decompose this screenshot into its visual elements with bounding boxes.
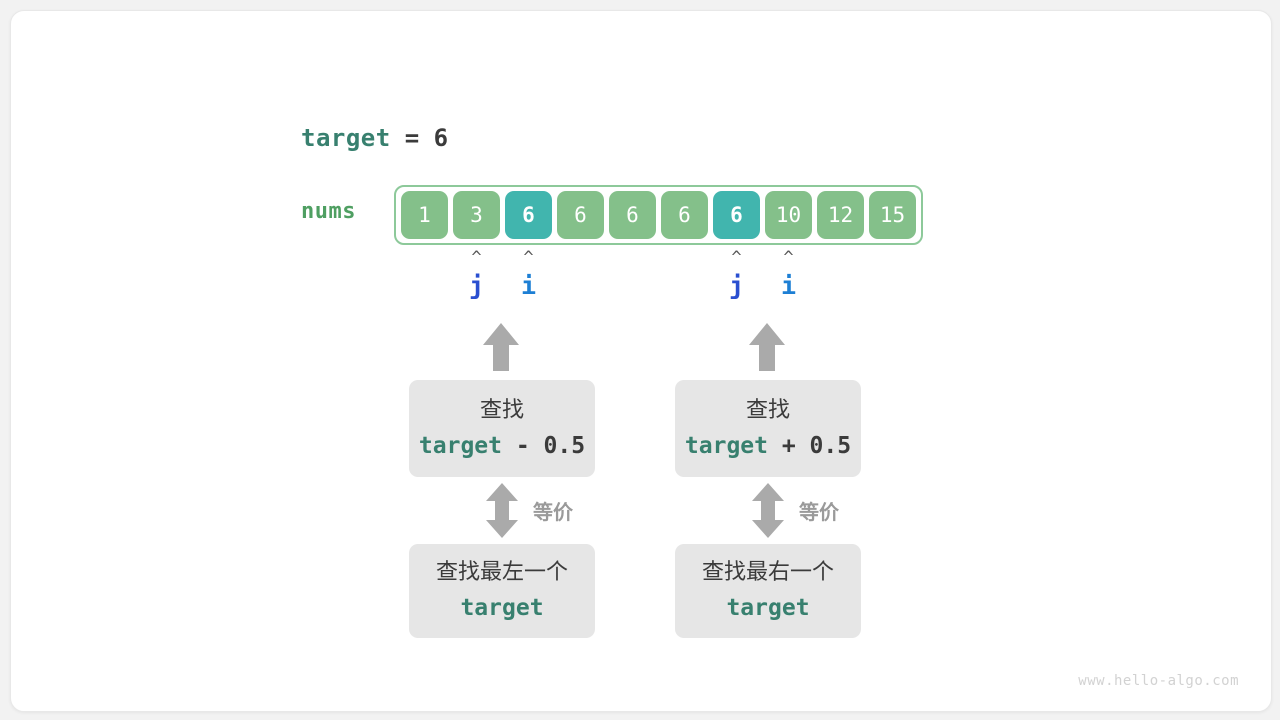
right-top-box-operator: + 0.5 <box>768 432 852 459</box>
right-bottom-box: 查找最右一个 target <box>675 544 861 638</box>
array-cell: 6 <box>609 191 656 239</box>
pointer-label: j <box>728 271 745 300</box>
right-bottom-box-target: target <box>726 595 810 621</box>
array-cell: 15 <box>869 191 916 239</box>
right-equivalence-label: 等价 <box>799 500 839 524</box>
right-top-box-expression: target + 0.5 <box>685 430 851 462</box>
target-variable-name: target <box>301 124 391 152</box>
left-equivalence: 等价 <box>485 482 573 539</box>
pointer-j-left: ^j <box>453 248 500 301</box>
pointer-j-right: ^j <box>713 248 760 301</box>
watermark: www.hello-algo.com <box>1078 673 1239 689</box>
left-top-box: 查找 target - 0.5 <box>409 380 595 477</box>
left-equivalence-label: 等价 <box>533 500 573 524</box>
pointer-label: i <box>520 271 537 300</box>
left-bottom-box-line1: 查找最左一个 <box>435 560 568 585</box>
double-arrow-icon <box>486 483 518 538</box>
pointer-caret-icon: ^ <box>471 248 482 268</box>
target-value: 6 <box>433 124 449 152</box>
right-top-box-line1: 查找 <box>745 397 790 423</box>
array-label: nums <box>301 199 356 224</box>
right-equivalence: 等价 <box>751 482 839 539</box>
target-declaration: target = 6 <box>301 121 449 155</box>
array-cell: 12 <box>817 191 864 239</box>
pointer-label: j <box>468 271 485 300</box>
right-top-box-target: target <box>684 432 768 459</box>
right-bottom-box-line1: 查找最右一个 <box>701 560 834 585</box>
array-cell: 1 <box>401 191 448 239</box>
double-arrow-icon <box>752 483 784 538</box>
left-top-box-target: target <box>418 432 502 459</box>
pointer-label: i <box>780 271 797 300</box>
array-cell: 3 <box>453 191 500 239</box>
left-top-box-expression: target - 0.5 <box>419 430 585 462</box>
up-arrow-right <box>747 321 787 371</box>
array-cell: 10 <box>765 191 812 239</box>
array-cell: 6 <box>661 191 708 239</box>
left-bottom-box-target: target <box>460 595 544 621</box>
equals-sign: = <box>404 124 420 152</box>
array-cell: 6 <box>713 191 760 239</box>
array-cell: 6 <box>557 191 604 239</box>
up-arrow-left <box>481 321 521 371</box>
pointer-i-right: ^i <box>765 248 812 301</box>
right-top-box: 查找 target + 0.5 <box>675 380 861 477</box>
left-top-box-line1: 查找 <box>479 397 524 423</box>
array-cell: 6 <box>505 191 552 239</box>
pointer-caret-icon: ^ <box>731 248 742 268</box>
left-top-box-operator: - 0.5 <box>502 432 586 459</box>
pointer-caret-icon: ^ <box>783 248 794 268</box>
pointer-caret-icon: ^ <box>523 248 534 268</box>
left-bottom-box: 查找最左一个 target <box>409 544 595 638</box>
pointer-i-left: ^i <box>505 248 552 301</box>
